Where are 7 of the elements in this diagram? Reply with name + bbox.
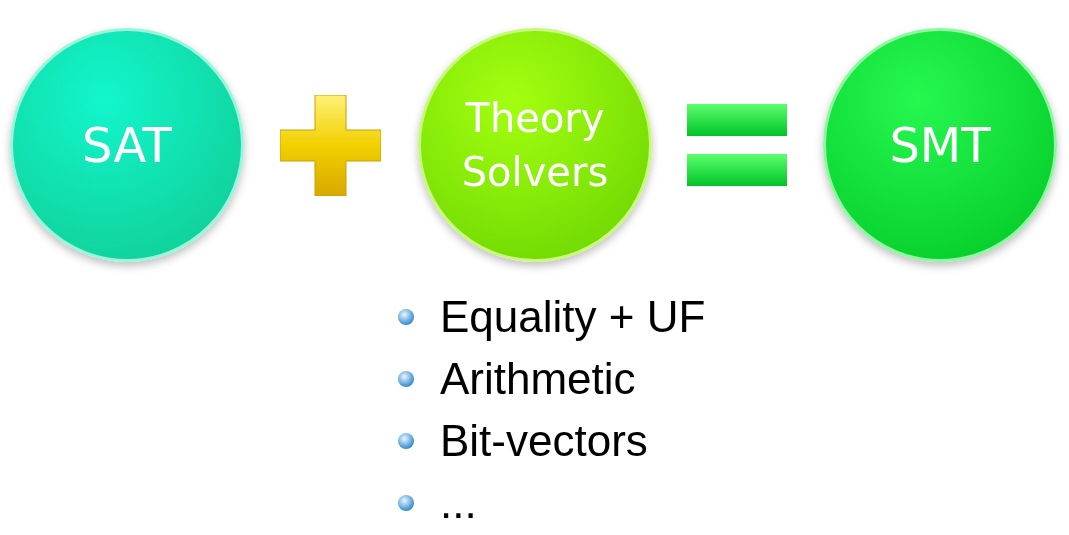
list-item: Equality + UF xyxy=(440,292,706,342)
list-item: ... xyxy=(440,478,477,528)
list-item: Bit-vectors xyxy=(440,416,648,466)
list-item: Arithmetic xyxy=(440,354,636,404)
circle-label: SAT xyxy=(81,115,173,175)
circle-label: Theory Solvers xyxy=(460,94,610,197)
circle-label: SMT xyxy=(888,115,992,175)
